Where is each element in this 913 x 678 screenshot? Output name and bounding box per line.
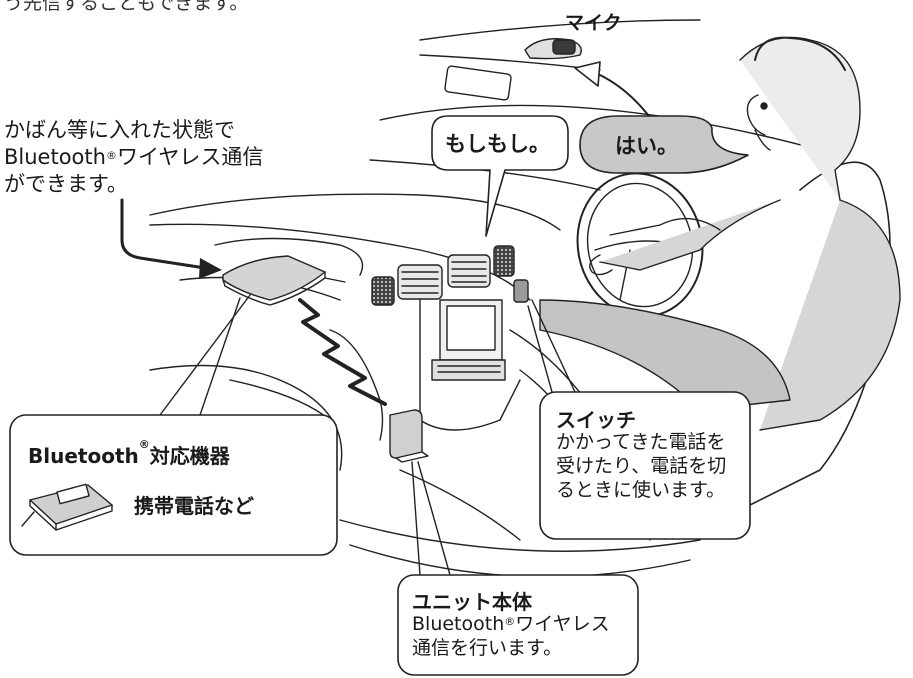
mobile-phone-icon [21, 483, 113, 531]
switch-box [539, 391, 751, 540]
unit-description: Bluetooth®ワイヤレス 通信を行います。 [412, 613, 610, 659]
cut-off-heading: う先信することもできます。 [4, 0, 249, 14]
phone-switch [513, 279, 529, 303]
lead-line-2: Bluetooth®ワイヤレス通信 [4, 145, 264, 169]
dashboard-outline [149, 193, 561, 231]
navigation-screen [431, 299, 506, 381]
bubble-left [431, 115, 569, 237]
switch-title: スイッチ [556, 408, 636, 432]
lead-caption: かばん等に入れた状態で Bluetooth®ワイヤレス通信 ができます。 [4, 117, 334, 198]
sun-visor [444, 65, 512, 101]
lead-line-1: かばん等に入れた状態で [4, 118, 235, 142]
speaker-right [493, 245, 515, 277]
unit-title: ユニット本体 [412, 590, 532, 614]
bt-device-title: Bluetooth®対応機器 [28, 438, 230, 468]
bag-device [222, 255, 346, 306]
lead-arrow [120, 198, 207, 270]
bubble-right [579, 115, 749, 174]
unit-box [397, 574, 639, 676]
registered-mark: ® [105, 149, 117, 162]
microphone-icon [524, 38, 582, 60]
speech-right-text: はい。 [615, 134, 678, 158]
bt-device-box [9, 414, 338, 556]
air-vent-mid [447, 254, 491, 288]
lead-line-3: ができます。 [4, 172, 128, 196]
driver-figure [539, 36, 901, 431]
bt-device-example: 携帯電話など [134, 494, 254, 518]
wireless-zigzag [298, 298, 387, 406]
unit-body [389, 409, 429, 463]
mic-label: マイク [565, 12, 622, 34]
windshield-frame [419, 19, 701, 41]
air-vent-left [397, 264, 443, 300]
speech-left-text: もしもし。 [445, 132, 550, 156]
switch-description: かかってきた電話を 受けたり、電話を切 るときに使います。 [556, 431, 727, 501]
speaker-left [371, 276, 395, 306]
